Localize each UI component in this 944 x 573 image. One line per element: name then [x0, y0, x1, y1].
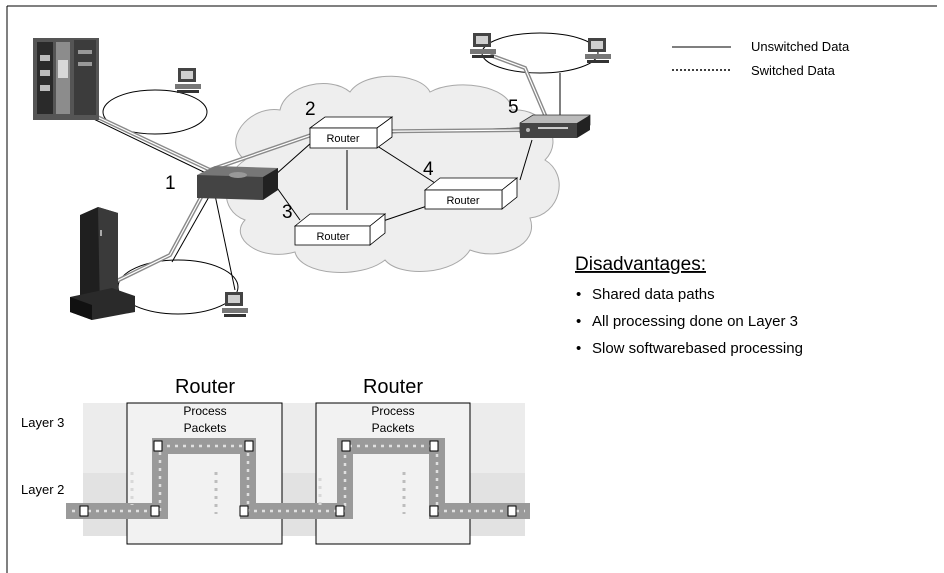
node-label-3: 3 [282, 202, 293, 223]
router-b-process-line1: Process [371, 404, 414, 418]
router-5-device [519, 114, 591, 138]
disadvantage-bullet-1: • [576, 286, 581, 303]
lan-ring-bottom-left [117, 259, 239, 315]
router-2-label: Router [326, 133, 359, 145]
disadvantage-item-1: Shared data paths [592, 286, 715, 303]
router-a-process-line2: Packets [184, 421, 227, 435]
legend-unswitched-label: Unswitched Data [751, 39, 850, 54]
lan-ring-top-right [481, 32, 599, 74]
node-label-4: 4 [423, 159, 434, 180]
node-label-2: 2 [305, 99, 316, 120]
legend-switched-label: Switched Data [751, 63, 836, 78]
router-a-title: Router [175, 376, 235, 398]
layer-2-label: Layer 2 [21, 482, 64, 497]
router-b-process-line2: Packets [372, 421, 415, 435]
workstation-top-right-right-icon [585, 38, 611, 63]
router-b-title: Router [363, 376, 423, 398]
workstation-top-right-left-icon [470, 33, 496, 58]
workstation-top-left-icon [175, 68, 201, 93]
disadvantage-item-2: All processing done on Layer 3 [592, 313, 798, 330]
router-4-box [423, 177, 519, 210]
node-label-1: 1 [165, 173, 176, 194]
router-a-process-line1: Process [183, 404, 226, 418]
router-1-device [197, 166, 278, 200]
layer-3-label: Layer 3 [21, 415, 64, 430]
port-squares [79, 440, 517, 517]
disadvantage-bullet-2: • [576, 313, 581, 330]
packet-path-dots [72, 444, 525, 513]
mainframe-server-bottom-left [70, 207, 135, 320]
router-2-box [308, 116, 394, 149]
mainframe-server-top-left [33, 38, 99, 120]
workstation-bottom-icon [222, 292, 248, 317]
router-3-label: Router [316, 231, 349, 243]
node-label-5: 5 [508, 97, 519, 118]
lan-ring-top-left [102, 89, 208, 135]
disadvantages-title: Disadvantages: [575, 254, 706, 275]
router-3-box [293, 213, 387, 246]
router-4-label: Router [446, 195, 479, 207]
disadvantage-item-3: Slow softwarebased processing [592, 340, 803, 357]
disadvantage-bullet-3: • [576, 340, 581, 357]
